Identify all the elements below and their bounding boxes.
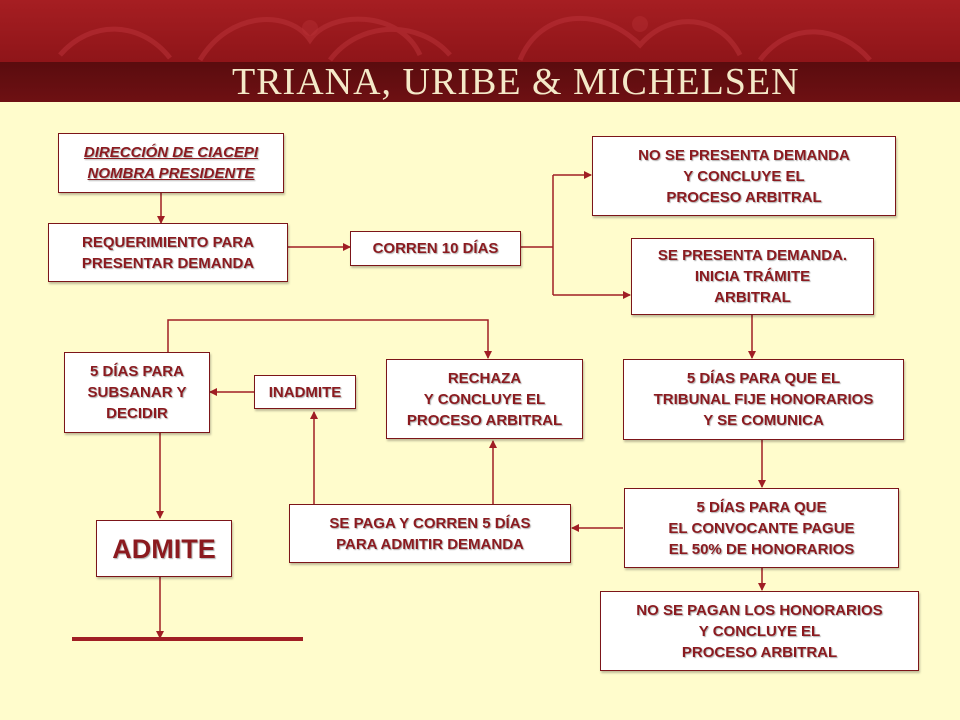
box-line: NO SE PAGAN LOS HONORARIOS (636, 601, 883, 619)
box-line: EL CONVOCANTE PAGUE (668, 519, 855, 537)
box-convocante-pague: 5 DÍAS PARA QUE EL CONVOCANTE PAGUE EL 5… (624, 488, 899, 568)
box-subsanar: 5 DÍAS PARA SUBSANAR Y DECIDIR (64, 352, 210, 433)
header-banner: TRIANA, URIBE & MICHELSEN (0, 0, 960, 102)
arrow-subsanar-rechaza (167, 319, 492, 359)
box-line: PARA ADMITIR DEMANDA (336, 535, 524, 553)
box-line: 5 DÍAS PARA (90, 363, 184, 380)
header-band (0, 62, 960, 102)
box-line: ARBITRAL (714, 289, 791, 306)
box-line: Y SE COMUNICA (703, 412, 824, 429)
box-rechaza: RECHAZA Y CONCLUYE EL PROCESO ARBITRAL (386, 359, 583, 439)
box-line: SE PRESENTA DEMANDA. (657, 247, 848, 264)
box-line: PROCESO ARBITRAL (681, 643, 838, 661)
box-line: PROCESO ARBITRAL (666, 188, 822, 206)
box-tribunal-honorarios: 5 DÍAS PARA QUE EL TRIBUNAL FIJE HONORAR… (623, 359, 904, 440)
box-line: INADMITE (268, 383, 342, 401)
box-line: Y CONCLUYE EL (698, 622, 821, 640)
box-line: DIRECCIÓN DE CIACEPI (83, 144, 259, 161)
box-line: RECHAZA (447, 369, 522, 387)
box-line: SUBSANAR Y (87, 384, 187, 401)
box-line: NO SE PRESENTA DEMANDA (638, 146, 850, 164)
box-line: PRESENTAR DEMANDA (81, 254, 255, 272)
box-inadmite: INADMITE (254, 375, 356, 409)
box-corren-10-dias: CORREN 10 DÍAS (350, 231, 521, 266)
box-line: Y CONCLUYE EL (683, 167, 805, 185)
box-line: 5 DÍAS PARA QUE EL (686, 370, 841, 387)
box-line: DECIDIR (106, 405, 168, 422)
box-se-paga: SE PAGA Y CORREN 5 DÍAS PARA ADMITIR DEM… (289, 504, 571, 563)
box-line: SE PAGA Y CORREN 5 DÍAS (329, 514, 531, 532)
box-line: Y CONCLUYE EL (423, 390, 546, 408)
box-line: ADMITE (112, 533, 216, 564)
box-line: INICIA TRÁMITE (694, 268, 811, 285)
box-line: 5 DÍAS PARA QUE (696, 498, 827, 516)
box-line: EL 50% DE HONORARIOS (668, 540, 855, 558)
box-admite: ADMITE (96, 520, 232, 577)
box-line: REQUERIMIENTO PARA (82, 233, 254, 251)
box-line: PROCESO ARBITRAL (406, 411, 563, 429)
box-no-pagan-honorarios: NO SE PAGAN LOS HONORARIOS Y CONCLUYE EL… (600, 591, 919, 671)
box-line: CORREN 10 DÍAS (372, 240, 499, 257)
firm-name: TRIANA, URIBE & MICHELSEN (232, 61, 800, 102)
header-ornament (58, 15, 872, 62)
box-se-presenta-demanda: SE PRESENTA DEMANDA. INICIA TRÁMITE ARBI… (631, 238, 874, 315)
box-requerimiento: REQUERIMIENTO PARA PRESENTAR DEMANDA (48, 223, 288, 282)
box-no-presenta-demanda: NO SE PRESENTA DEMANDA Y CONCLUYE EL PRO… (592, 136, 896, 216)
box-line: TRIBUNAL FIJE HONORARIOS (653, 391, 874, 408)
box-line: NOMBRA PRESIDENTE (87, 165, 255, 182)
box-direccion-ciacepi: DIRECCIÓN DE CIACEPI NOMBRA PRESIDENTE (58, 133, 284, 193)
